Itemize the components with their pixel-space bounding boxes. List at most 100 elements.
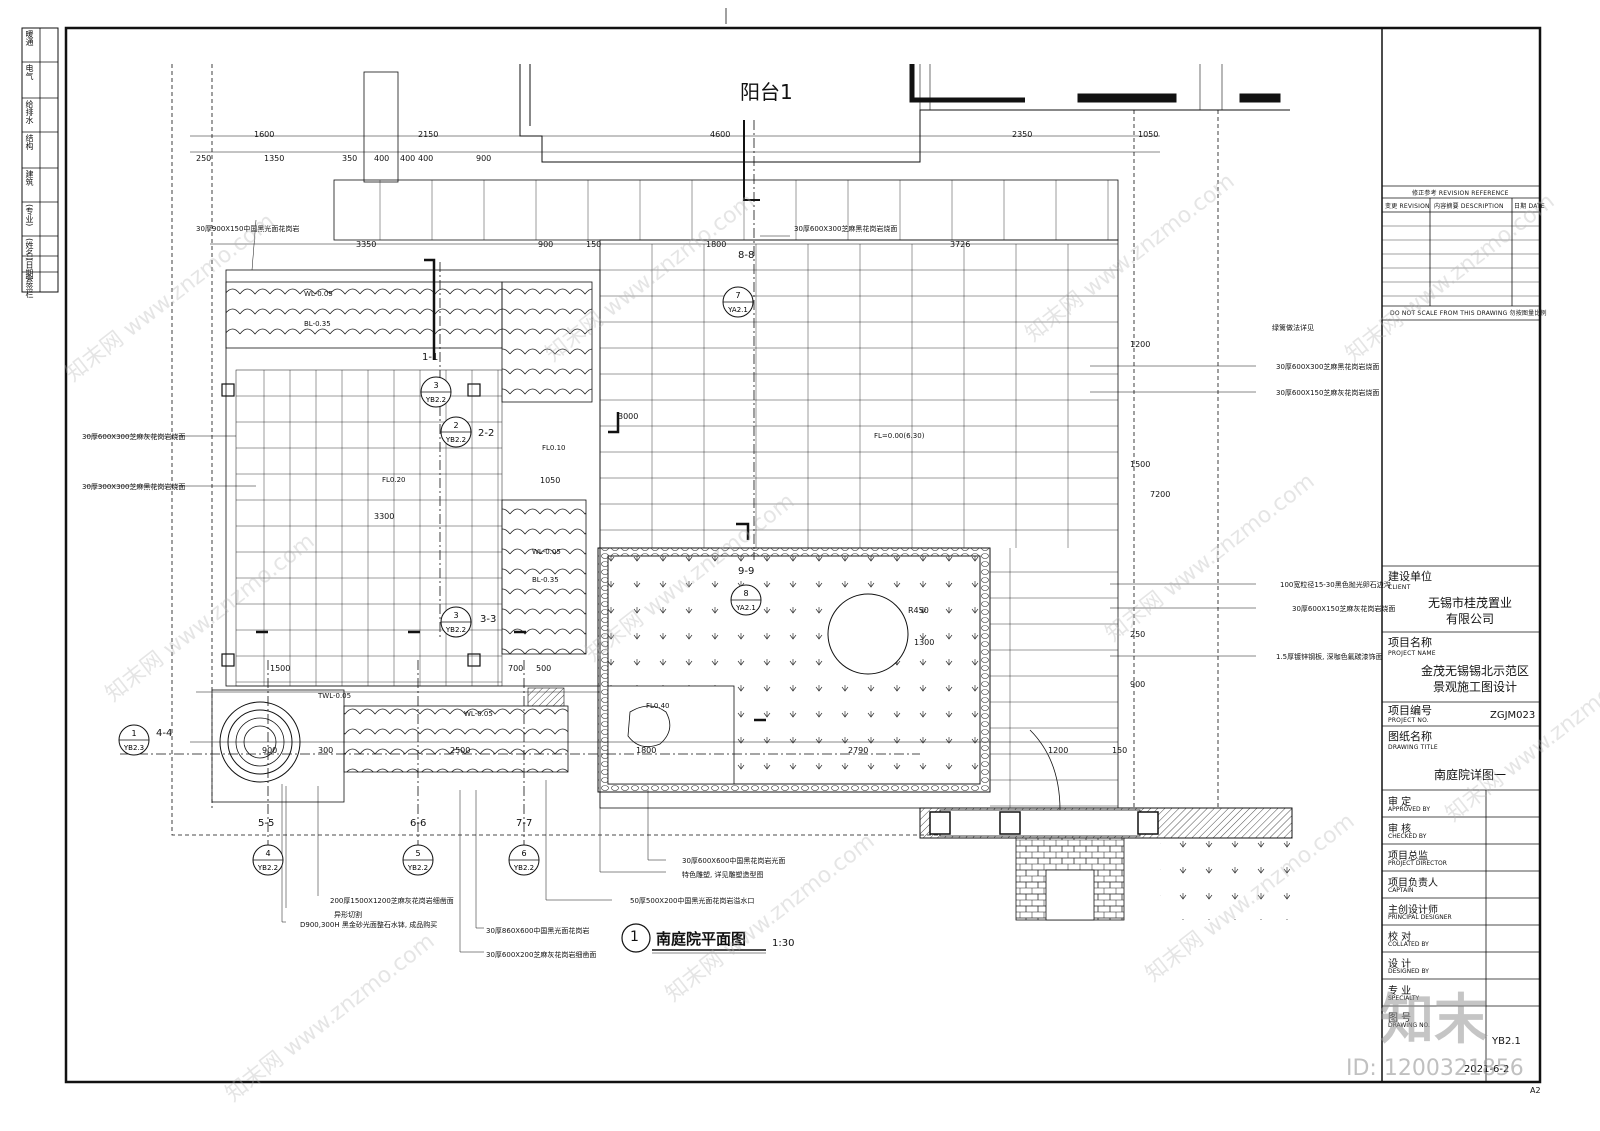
signature-row-label: 项目负责人	[1388, 878, 1438, 889]
drawing-title-label-en: DRAWING TITLE	[1388, 744, 1438, 751]
signature-row-label: 校 对	[1388, 932, 1412, 943]
dimension-label: 7200	[1150, 490, 1171, 499]
watermark-id: ID: 1200321856	[1346, 1056, 1524, 1081]
section-cut-label: 5-5	[258, 818, 275, 829]
dimension-label: 1300	[914, 638, 935, 647]
material-note: D900,300H 黑金砂光面整石水钵, 成品购买	[300, 921, 438, 929]
material-note: 30厚600X150芝麻灰花岗岩烧面	[1292, 605, 1396, 613]
strip-label: 暖通	[25, 30, 34, 46]
material-note: 30厚600X600中国黑花岗岩光面	[682, 857, 786, 865]
strip-label: (专业)	[25, 204, 34, 227]
callout-number: 3	[433, 381, 438, 390]
strip-label: 建筑	[25, 170, 34, 186]
dimension-label: 250	[1130, 630, 1146, 639]
material-note: 30厚600X300芝麻灰花岗岩烧面	[82, 433, 186, 441]
dimension-label: 400	[400, 154, 416, 163]
dimension-label: 900	[262, 746, 278, 755]
project-no-label: 项目编号	[1388, 704, 1432, 717]
revision-table	[1382, 185, 1540, 1082]
callout-sheet-ref: YB2.2	[445, 436, 466, 444]
project-label: 项目名称	[1388, 636, 1432, 649]
level-mark: FL0.20	[382, 476, 406, 484]
project-no-value: ZGJM023	[1490, 710, 1536, 721]
dimension-label: 2350	[1012, 130, 1033, 139]
signature-row-label: 主创设计师	[1388, 905, 1438, 916]
drawing-no-value: YB2.1	[1492, 1036, 1521, 1047]
client-label-en: CLIENT	[1388, 584, 1411, 591]
signature-row-label: 项目总监	[1388, 851, 1428, 862]
dimension-label: 700	[508, 664, 524, 673]
material-note: 30厚600X150芝麻灰花岗岩烧面	[1276, 389, 1380, 397]
dimension-label: 3300	[374, 512, 395, 521]
dimension-label: 400	[418, 154, 434, 163]
project-name-line1: 金茂无锡锡北示范区	[1420, 664, 1529, 678]
client-name-line1: 无锡市桂茂置业	[1427, 596, 1512, 610]
material-note: 特色雕塑, 详见雕塑造型图	[682, 871, 764, 879]
signature-row-label-en: CHECKED BY	[1388, 833, 1427, 840]
callout-sheet-ref: YB2.2	[425, 396, 446, 404]
dimension-label: 3726	[950, 240, 971, 249]
dimension-label: 2500	[450, 746, 471, 755]
material-note: 异形切割	[334, 911, 362, 919]
section-cut-label: 7-7	[516, 818, 533, 829]
strip-label: 结构	[25, 134, 34, 150]
callout-number: 8	[743, 589, 748, 598]
revision-col-change: 变更 REVISION	[1385, 203, 1430, 210]
callout-sheet-ref: YB2.2	[407, 864, 428, 872]
dimension-label: 4600	[710, 130, 731, 139]
signature-row-label-en: SPECIALTY	[1388, 995, 1420, 1002]
dimension-label: 1600	[254, 130, 275, 139]
signature-row-label-en: DRAWING NO.	[1388, 1022, 1430, 1029]
level-mark: WL-0.05	[464, 710, 493, 718]
dimension-label: 2150	[418, 130, 439, 139]
dimension-label: 1200	[1130, 340, 1151, 349]
callout-number: 1	[131, 729, 136, 738]
callout-sheet-ref: YB2.2	[445, 626, 466, 634]
level-mark: TWL-0.05	[318, 692, 352, 700]
drawing-scale: 1:30	[772, 938, 795, 949]
signature-row-label-en: CAPTAIN	[1388, 887, 1414, 894]
signature-row-label-en: APPROVED BY	[1388, 806, 1431, 813]
drawing-index: 1	[630, 929, 639, 945]
callout-number: 4	[265, 849, 270, 858]
dimension-label: 1800	[706, 240, 727, 249]
callout-sheet-ref: YB2.2	[257, 864, 278, 872]
dimension-label: 1350	[264, 154, 285, 163]
dimension-label: 1050	[540, 476, 561, 485]
section-cut-label: 6-6	[410, 818, 427, 829]
drawing-title-label: 图纸名称	[1388, 730, 1432, 743]
callout-number: 3	[453, 611, 458, 620]
balcony-label: 阳台1	[740, 80, 793, 104]
callout-sheet-ref: YA2.1	[735, 604, 756, 612]
signature-row-label-en: DESIGNED BY	[1388, 968, 1429, 975]
material-note: 30厚600X300芝麻黑花岗岩烧面	[1276, 363, 1380, 371]
callout-number: 7	[735, 291, 740, 300]
drawing-date: 2021-6-2	[1464, 1064, 1510, 1075]
drawing-index-circle	[621, 923, 651, 953]
section-cut-label: 3-3	[480, 614, 497, 625]
dimension-label: 2790	[848, 746, 869, 755]
signature-row-label-en: PRINCIPAL DESIGNER	[1388, 914, 1452, 921]
dimension-label: 150	[586, 240, 602, 249]
level-mark: FL=0.00(6.30)	[874, 432, 925, 440]
dimension-label: 350	[342, 154, 358, 163]
callout-sheet-ref: YA2.1	[727, 306, 748, 314]
plan-drawing	[86, 64, 1293, 953]
scale-warning: DO NOT SCALE FROM THIS DRAWING 勿按图量比例	[1390, 310, 1547, 317]
level-mark: FL0.40	[646, 702, 670, 710]
dimension-label: 900	[476, 154, 492, 163]
signature-row-label-en: COLLATED BY	[1388, 941, 1429, 948]
dimension-label: 1800	[636, 746, 657, 755]
watermark-logo: 知末	[1380, 988, 1488, 1051]
tile-grid-lines	[236, 180, 1118, 808]
signature-row-label: 设 计	[1388, 959, 1412, 970]
dimension-label: 3350	[356, 240, 377, 249]
callout-number: 5	[415, 849, 420, 858]
strip-label: 给排水	[25, 100, 34, 124]
dimension-label: 1500	[1130, 460, 1151, 469]
dimension-label: 250	[196, 154, 212, 163]
